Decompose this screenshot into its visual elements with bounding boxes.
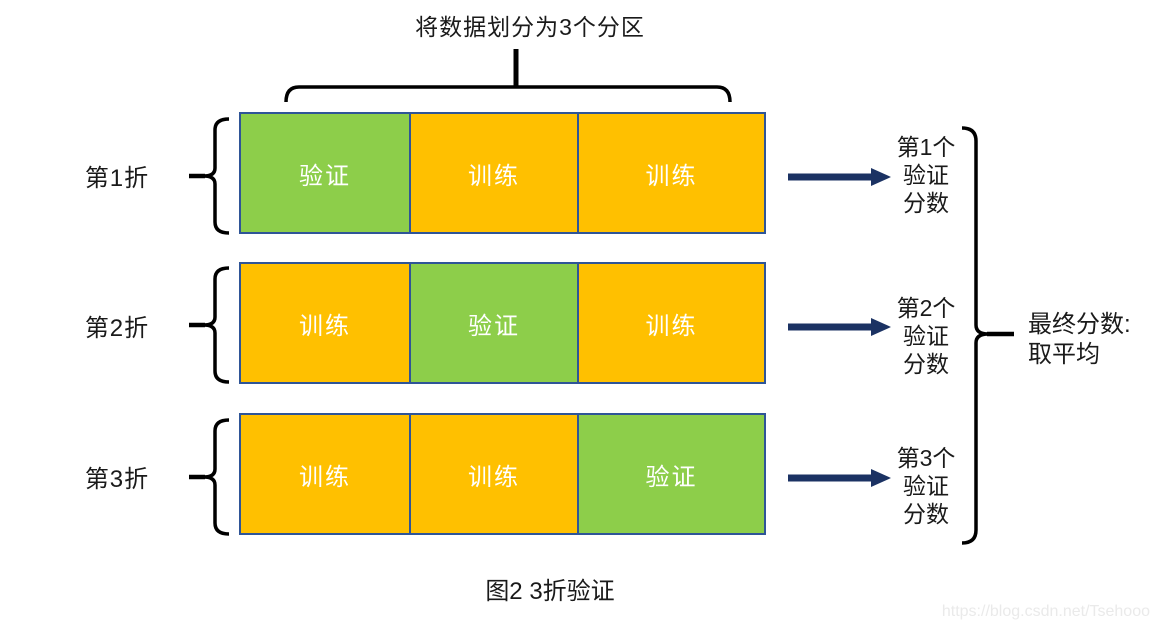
fold3-score-label: 第3个 验证 分数 (896, 445, 956, 527)
fold1-arrow-head (871, 168, 891, 186)
fold2-partition1-text: 训练 (299, 312, 351, 340)
fold3-partition3-box: 验证 (577, 413, 766, 535)
fold1-partition2-text: 训练 (468, 162, 520, 190)
fold2-score-arrow (788, 318, 891, 336)
fold3-partition3-text: 验证 (645, 463, 698, 491)
top-brace (284, 85, 732, 103)
fold3-arrow-head (871, 469, 891, 487)
fold3-partition1-text: 训练 (299, 463, 351, 491)
fold1-score-label: 第1个 验证 分数 (896, 134, 956, 216)
fold2-partition3-box: 训练 (577, 262, 766, 384)
fold1-partition3-box: 训练 (577, 112, 766, 234)
fold3-partition2-text: 训练 (468, 463, 520, 491)
watermark-text: https://blog.csdn.net/Tsehooo (941, 603, 1150, 620)
fold3-partition2-box: 训练 (409, 413, 579, 535)
fold3-partition1-box: 训练 (239, 413, 411, 535)
fold2-left-brace (203, 266, 230, 384)
fold1-partition1-text: 验证 (299, 162, 351, 190)
fold2-partition2-box: 验证 (409, 262, 579, 384)
fold1-score-arrow (788, 168, 891, 186)
fold1-left-brace (203, 117, 230, 235)
fold1-label: 第1折 (84, 164, 150, 192)
fold2-partition2-text: 验证 (468, 312, 520, 340)
fold3-score-arrow (788, 469, 891, 487)
fold2-label: 第2折 (84, 314, 150, 342)
fold3-left-brace (203, 418, 230, 536)
fold1-partition1-box: 验证 (239, 112, 411, 234)
fold2-arrow-head (871, 318, 891, 336)
fold2-partition3-text: 训练 (645, 312, 698, 340)
fold2-score-label: 第2个 验证 分数 (896, 295, 956, 377)
diagram-title: 将数据划分为3个分区 (415, 14, 645, 40)
final-score-label: 最终分数: 取平均 (1028, 311, 1131, 368)
fold2-partition1-box: 训练 (239, 262, 411, 384)
fold1-partition2-box: 训练 (409, 112, 579, 234)
fold3-label: 第3折 (84, 465, 150, 493)
fold1-partition3-text: 训练 (645, 162, 698, 190)
figure-caption: 图2 3折验证 (485, 578, 615, 605)
